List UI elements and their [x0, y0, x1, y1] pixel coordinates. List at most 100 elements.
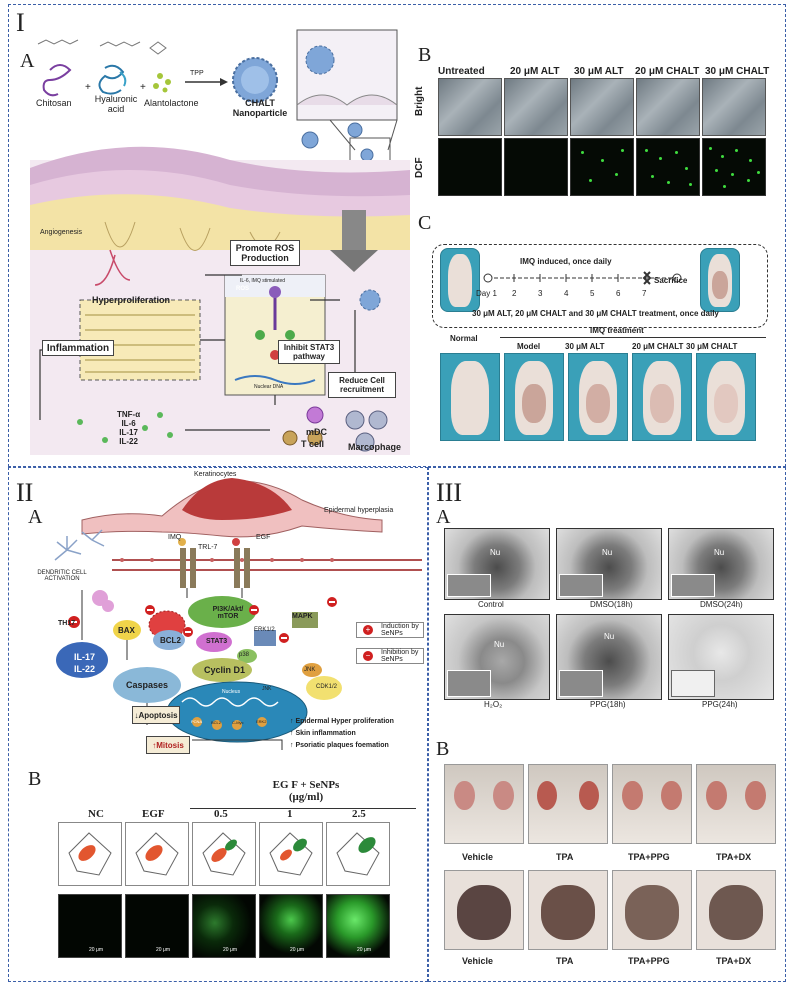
scale-bar-label: 20 μm — [223, 947, 237, 953]
legend-inhibition: − Inhibition by SeNPs — [356, 648, 424, 664]
erk2-label: ERK2 — [256, 719, 267, 724]
bright-30-chalt — [702, 78, 766, 136]
day-4: 4 — [564, 289, 569, 298]
svg-text:+: + — [140, 82, 146, 93]
panel-III-label: III — [436, 478, 462, 507]
treatment-text: 30 μM ALT, 20 μM CHALT and 30 μM CHALT t… — [472, 309, 719, 318]
alantolactone-label: Alantolactone — [144, 98, 199, 108]
cyclin-label: Cyclin D1 — [204, 665, 246, 675]
flow-egf — [125, 822, 189, 886]
reduce-cell-box: Reduce Cell recruitment — [328, 372, 396, 398]
cmyc-label: C-Myc — [232, 720, 244, 725]
il22-label: IL-22 — [74, 664, 96, 674]
label-ppg-18h: PPG(18h) — [590, 700, 626, 709]
ear-tpa-dx — [696, 764, 776, 844]
back-tpa-dx — [696, 870, 776, 950]
timeline-mouse-start — [440, 248, 480, 312]
flow-0.5 — [192, 822, 256, 886]
ear-vehicle — [444, 764, 524, 844]
tcell-label: T cell — [301, 439, 325, 449]
il6-stimulated-label: IL-6, IMQ stimulated — [240, 278, 286, 284]
cytokine-il6: IL-6 — [121, 419, 136, 428]
alantolactone-icon — [153, 73, 171, 93]
hyaluronic-label: Hyaluronic acid — [94, 94, 138, 114]
jnk-label: JNK — [304, 667, 316, 673]
normal-label: Normal — [450, 334, 478, 343]
panel-I-B-label: B — [418, 44, 432, 66]
group-30-alt: 30 μM ALT — [565, 342, 605, 351]
chitosan-label: Chitosan — [36, 98, 72, 108]
flow-2.5 — [326, 822, 390, 886]
trl7-label: TRL-7 — [198, 544, 218, 551]
bright-20-chalt — [636, 78, 700, 136]
col-20-alt: 20 μM ALT — [510, 66, 560, 77]
em-ppg-18h — [556, 614, 662, 700]
imq-label: IMQ — [168, 534, 182, 541]
mdc-icon — [306, 406, 324, 424]
svg-text:+: + — [85, 82, 91, 93]
cdk-label: CDK1/2 — [316, 684, 338, 690]
outcome-text: Psoriatic plaques foemation — [295, 742, 389, 749]
panel-I-A-schematic: + + — [30, 29, 410, 455]
nu-label: Nu — [494, 640, 505, 649]
flow-plot-2.5 — [336, 832, 380, 876]
fluor-1: 20 μm — [259, 894, 323, 958]
outcome-text: Skin inflammation — [295, 730, 356, 737]
outcome-item: ↑ Psoriatic plaques foemation — [290, 742, 389, 749]
panel-II-B-label: B — [28, 768, 42, 790]
label-h2o2: H₂O₂ — [484, 700, 503, 709]
senps-header-line — [190, 808, 416, 809]
em-dmso-24h — [668, 528, 774, 600]
timeline-mouse-end — [700, 248, 740, 312]
day-5: 5 — [590, 289, 595, 298]
nu-label: Nu — [602, 548, 613, 557]
mapk-label: MAPK — [292, 613, 313, 620]
label-ppg-24h: PPG(24h) — [702, 700, 738, 709]
chalt-nanoparticle-icon — [232, 57, 278, 103]
bax-label: BAX — [118, 626, 135, 635]
mouse-normal — [440, 353, 500, 441]
col-untreated: Untreated — [438, 66, 485, 77]
bright-untreated — [438, 78, 502, 136]
col-1: 1 — [287, 808, 293, 820]
caspases-label: Caspases — [126, 680, 169, 690]
em-ppg-24h — [668, 614, 774, 700]
mouse-30-chalt — [696, 353, 756, 441]
bcl2b-label: BCL2 — [211, 720, 222, 725]
label-tpa-ppg-bottom: TPA+PPG — [628, 956, 670, 966]
macrophage-label: Marcophage — [348, 442, 402, 452]
label-tpa-ppg-top: TPA+PPG — [628, 852, 670, 862]
keratinocytes-label: Keratinocytes — [194, 471, 237, 478]
scale-bar-label: 20 μm — [89, 947, 103, 953]
jnk2-label: JNK — [262, 686, 272, 692]
dendritic-label: DENDRITIC CELL ACTIVATION — [37, 570, 87, 582]
panel-III-frame — [428, 467, 786, 982]
bcl2-label: BCL2 — [160, 636, 181, 645]
panel-III-B-label: B — [436, 738, 450, 760]
label-tpa-bottom: TPA — [556, 956, 574, 966]
mitosis-text: Mitosis — [156, 740, 184, 750]
em-dmso-18h — [556, 528, 662, 600]
egf-label: EGF — [256, 534, 271, 541]
flow-plot-1 — [269, 832, 313, 876]
promote-ros-box: Promote ROS Production — [230, 240, 300, 266]
outcome-list: ↑ Epidermal Hyper proliferation ↑ Skin i… — [290, 716, 394, 752]
nuclear-dna-label: Nuclear DNA — [254, 384, 284, 390]
tcell-icon — [282, 430, 323, 446]
legend-induction-icon: + — [363, 625, 373, 635]
cytokine-il22: IL-22 — [119, 437, 138, 446]
legend-inhibition-icon: − — [363, 651, 373, 661]
col-nc: NC — [88, 808, 104, 820]
scale-bar-label: 20 μm — [357, 947, 371, 953]
panel-I-label: I — [16, 8, 25, 37]
col-20-chalt: 20 μM CHALT — [635, 66, 700, 77]
fluor-nc: 20 μm — [58, 894, 122, 958]
epidermal-hyperplasia-label: Epidermal hyperplasia — [324, 507, 394, 514]
flow-nc — [58, 822, 122, 886]
col-egf: EGF — [142, 808, 165, 820]
imq-induced-text: IMQ induced, once daily — [520, 257, 612, 266]
label-tpa-dx-top: TPA+DX — [716, 852, 752, 862]
col-2.5: 2.5 — [352, 808, 366, 820]
legend-induction-text: Induction by SeNPs — [381, 623, 419, 637]
cytokine-tnf: TNF-α — [117, 410, 141, 419]
